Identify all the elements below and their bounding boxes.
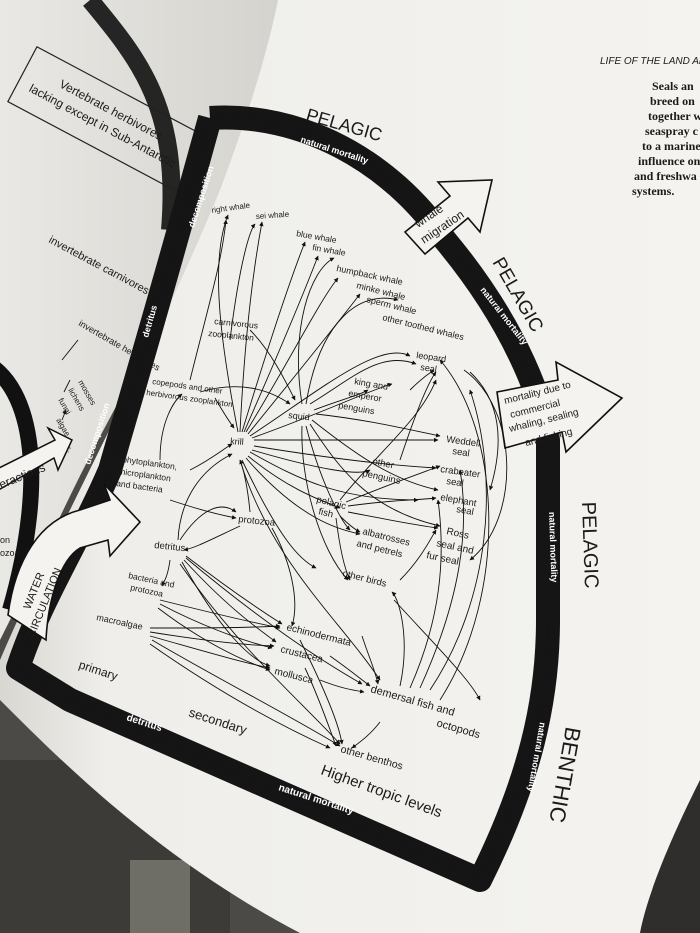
running-head: LIFE OF THE LAND AND	[600, 56, 700, 67]
side-text-line-3: together w	[648, 109, 700, 123]
left-fragment-ozoa: ozoa	[0, 548, 20, 558]
side-text-line-1: Seals an	[652, 79, 694, 93]
left-fragment-on: on	[0, 535, 10, 545]
side-text-line-6: influence on	[638, 154, 700, 168]
node-krill: krill	[230, 436, 244, 447]
heading-pelagic-lower: PELAGIC	[577, 501, 602, 588]
side-text-line-5: to a marine	[642, 139, 700, 153]
side-text-line-7: and freshwa	[634, 169, 697, 183]
side-text-line-2: breed on	[650, 94, 695, 108]
side-text-line-4: seaspray c	[645, 124, 699, 138]
side-text-line-8: systems.	[632, 184, 674, 198]
